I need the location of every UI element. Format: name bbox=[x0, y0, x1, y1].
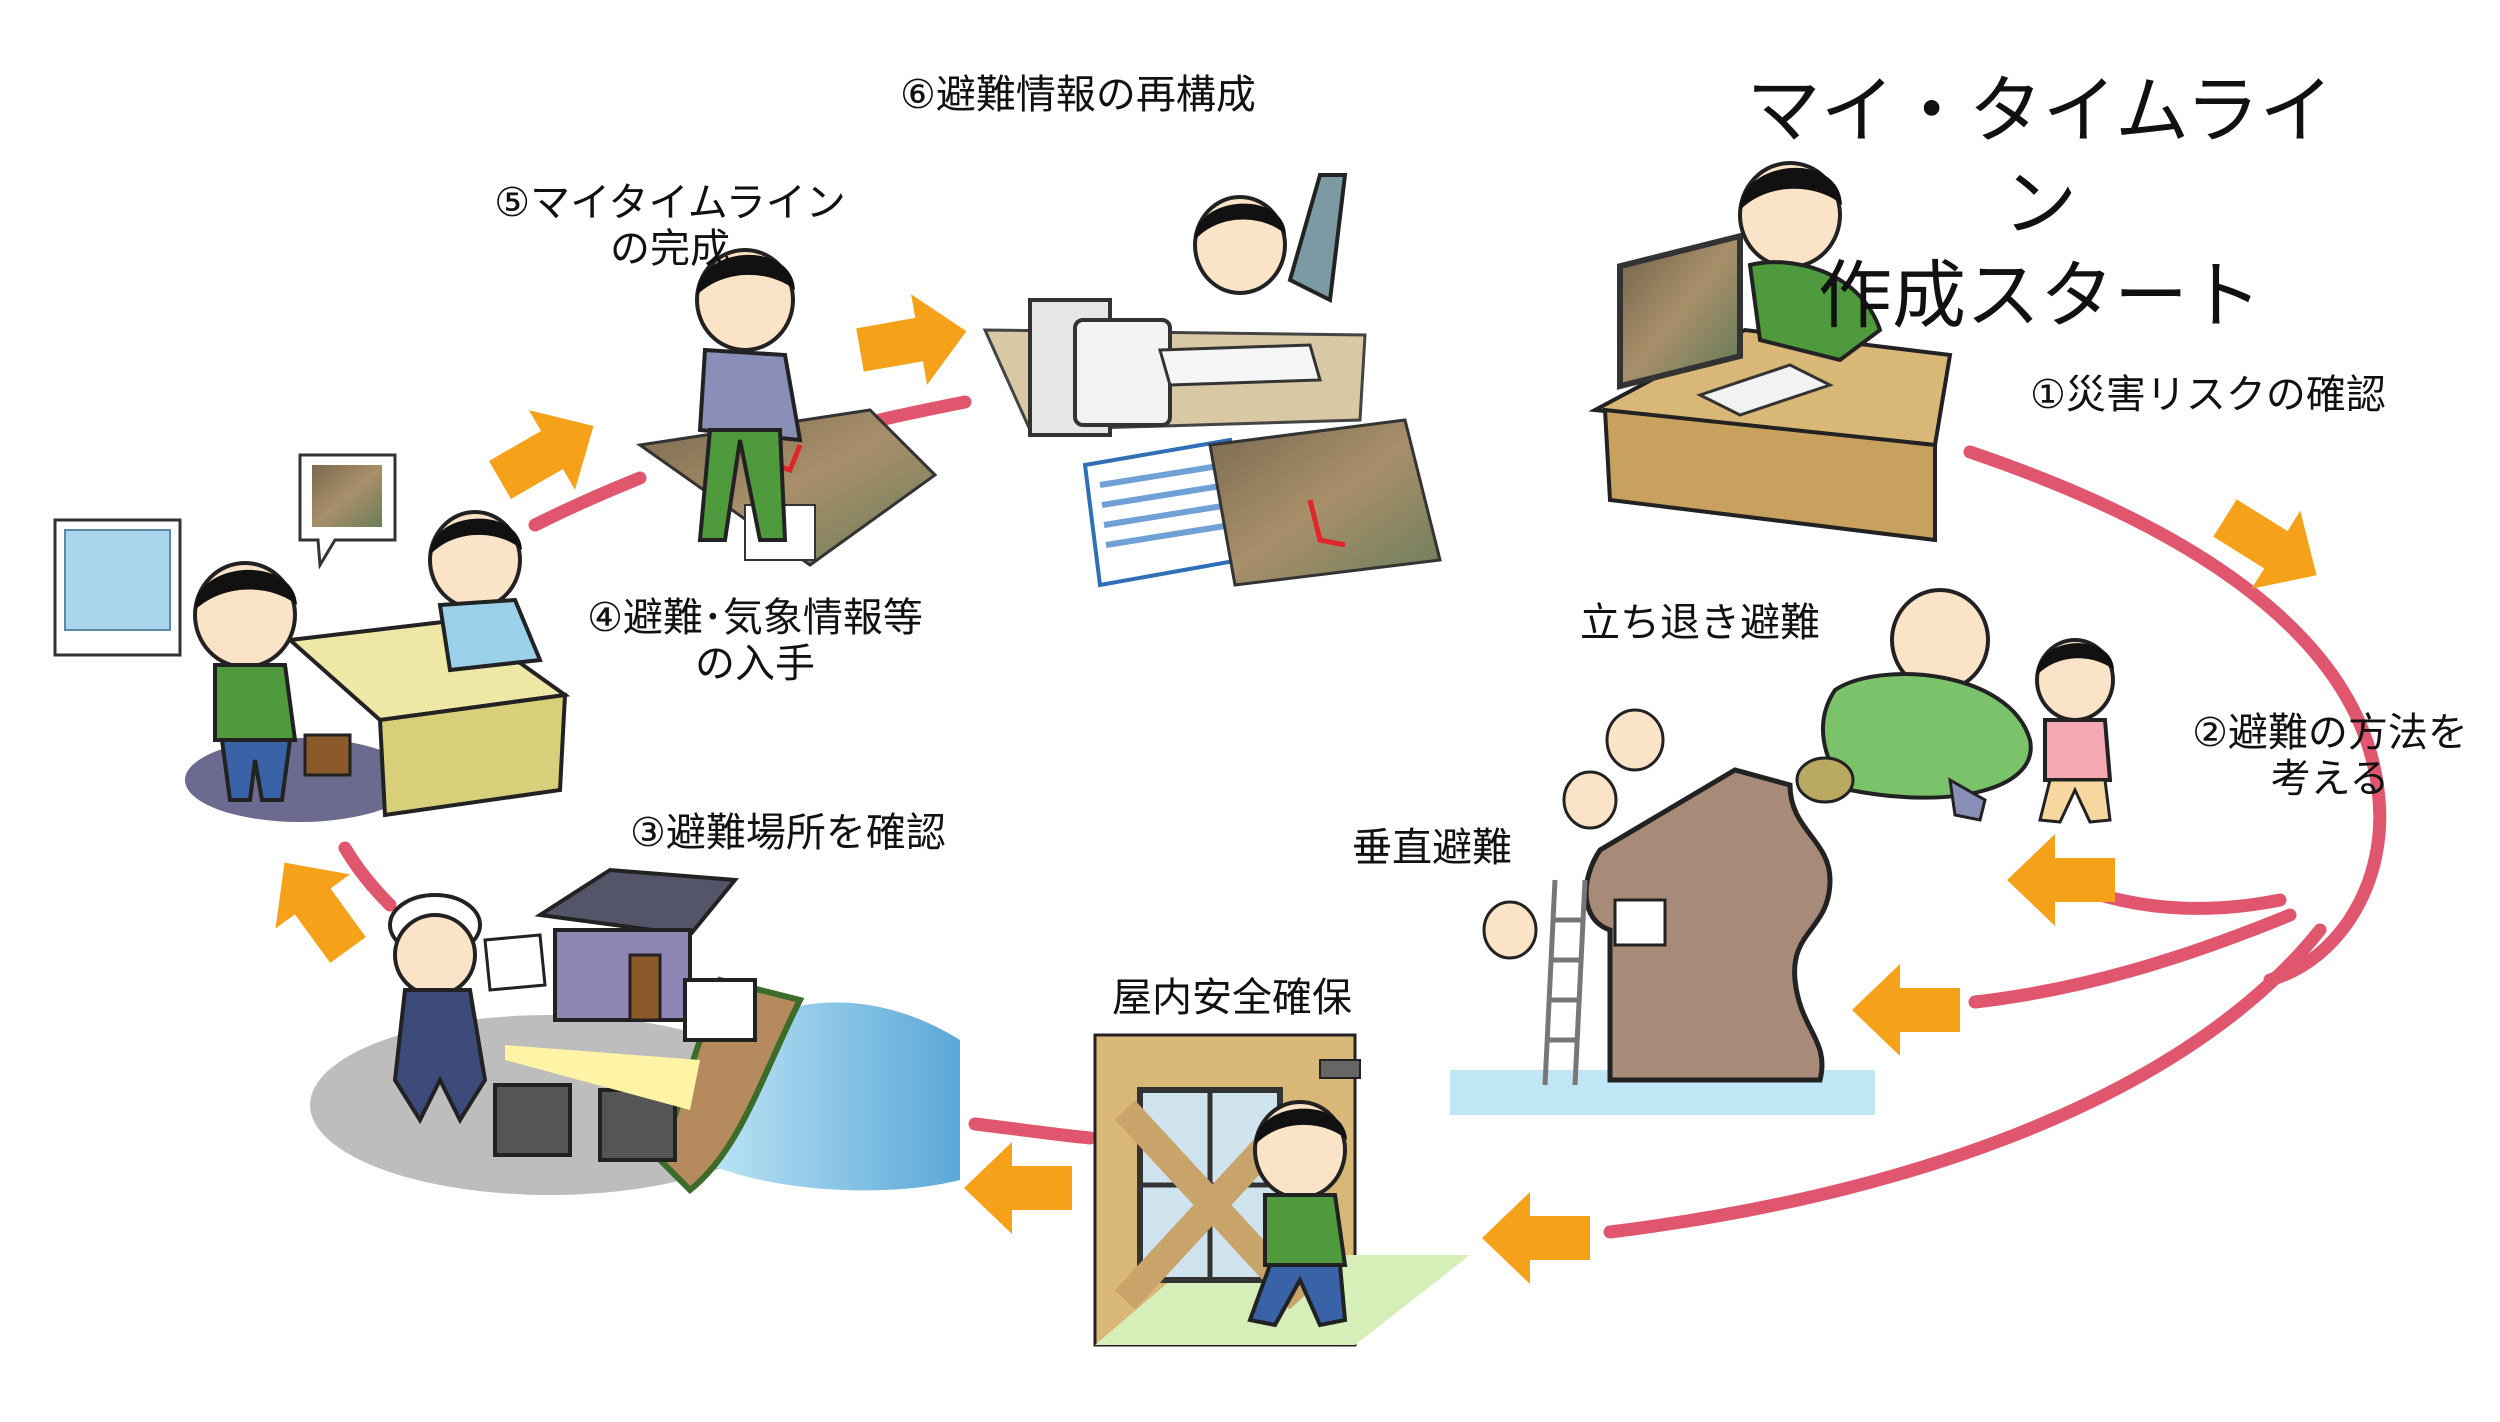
okunai-illustration bbox=[1093, 1033, 1470, 1347]
house-door bbox=[628, 953, 662, 1022]
house-upper-window bbox=[1613, 898, 1667, 947]
riverbank-slope bbox=[656, 976, 805, 1195]
child-legs bbox=[2038, 778, 2112, 824]
arrow-to-okunai bbox=[1482, 1192, 1590, 1284]
child-hair bbox=[2037, 643, 2114, 675]
standing-person-hair bbox=[195, 569, 297, 610]
house-roof bbox=[534, 867, 739, 938]
arrow-to-step4 bbox=[275, 862, 366, 963]
person-hair bbox=[1195, 203, 1286, 240]
step5-label: ⑤マイタイムライン の完成 bbox=[494, 180, 846, 272]
arrow-to-step3 bbox=[964, 1142, 1072, 1234]
inspector-body bbox=[392, 988, 488, 1125]
line-step4-to-step5 bbox=[528, 471, 647, 532]
cycle-lines bbox=[338, 395, 2387, 1239]
person-hair bbox=[697, 254, 795, 295]
pc-monitor bbox=[1073, 318, 1172, 427]
step4-label: ④避難･気象情報等 の入手 bbox=[587, 595, 923, 687]
person-hair bbox=[1740, 167, 1842, 210]
pc-keyboard bbox=[1158, 343, 1322, 387]
arrow-to-suichoku bbox=[1852, 964, 1960, 1056]
evacuation-route bbox=[1307, 499, 1346, 548]
arrow-to-step6 bbox=[856, 294, 967, 385]
step1-label: ①災害リスクの確認 bbox=[2030, 372, 2386, 418]
step3-illustration bbox=[310, 867, 960, 1195]
seated-person-hair bbox=[430, 518, 522, 555]
standing-person-shirt bbox=[213, 663, 298, 742]
tachinoki-illustration bbox=[1795, 588, 2115, 824]
step3-label: ③避難場所を確認 bbox=[630, 810, 946, 856]
keyboard bbox=[1696, 363, 1834, 417]
suichoku-label: 垂直避難 bbox=[1352, 825, 1512, 871]
worker-legs bbox=[1247, 1263, 1348, 1328]
bag bbox=[1795, 756, 1855, 804]
house-silhouette bbox=[1583, 767, 1833, 1083]
elder-legs bbox=[1948, 777, 1987, 822]
direction-arrows bbox=[275, 294, 2317, 1284]
block-1 bbox=[493, 1083, 572, 1157]
line-step1-to-step2 bbox=[1963, 445, 2387, 987]
arrow-to-step5 bbox=[489, 410, 594, 500]
weather-chart-image bbox=[64, 529, 171, 631]
step5-illustration bbox=[636, 248, 938, 567]
person-shirt bbox=[1747, 260, 1883, 363]
bubble-map bbox=[312, 465, 382, 527]
line-okunai-to-step3 bbox=[968, 1117, 1097, 1145]
okunai-label: 屋内安全確保 bbox=[1112, 975, 1352, 1021]
block-3 bbox=[683, 978, 757, 1042]
desk-front bbox=[1602, 407, 1937, 543]
standing-person-legs bbox=[219, 738, 293, 802]
flashlight-beam bbox=[505, 1045, 700, 1110]
monitor-screen bbox=[1617, 232, 1743, 390]
line-step2-to-suichoku bbox=[1968, 908, 2297, 1009]
briefcase bbox=[303, 733, 352, 777]
desk-front bbox=[377, 692, 568, 818]
child-body bbox=[2043, 718, 2113, 782]
hammer bbox=[1319, 1059, 1361, 1079]
child-climbing-head bbox=[1482, 900, 1538, 960]
elder-on-roof-head bbox=[1605, 708, 1665, 772]
person-arm bbox=[1287, 173, 1348, 304]
ladder bbox=[1542, 879, 1588, 1086]
diagram-title: マイ・タイムライン 作成スタート bbox=[1746, 68, 2334, 339]
step4-illustration bbox=[53, 453, 571, 822]
suichoku-illustration bbox=[1450, 708, 1875, 1115]
hazard-map bbox=[1208, 418, 1442, 587]
woman-on-roof-head bbox=[1562, 770, 1618, 830]
house-wall bbox=[553, 928, 692, 1022]
person-legs bbox=[697, 428, 788, 542]
arrow-to-step2 bbox=[2213, 499, 2317, 589]
start-desk-illustration bbox=[1588, 161, 1953, 543]
line-step3-to-step4 bbox=[338, 841, 397, 912]
inspector-head bbox=[393, 913, 477, 997]
worker-hair bbox=[1255, 1108, 1347, 1145]
step6-illustration bbox=[982, 173, 1442, 588]
tachinoki-label: 立ち退き避難 bbox=[1580, 600, 1820, 646]
inspector-clipboard bbox=[483, 933, 547, 992]
person-body bbox=[697, 347, 803, 443]
line-step5-to-step6 bbox=[873, 395, 972, 427]
line-step2-to-okunai bbox=[1603, 923, 2327, 1239]
arrow-to-tachinoki bbox=[2007, 834, 2115, 926]
step6-label: ⑥避難情報の再構成 bbox=[900, 72, 1256, 118]
info-sheet-rows bbox=[1099, 462, 1232, 548]
step2-label: ②避難の方法を 考える bbox=[2192, 710, 2468, 802]
worker-shirt bbox=[1263, 1193, 1348, 1267]
seated-person-shirt bbox=[437, 597, 543, 673]
